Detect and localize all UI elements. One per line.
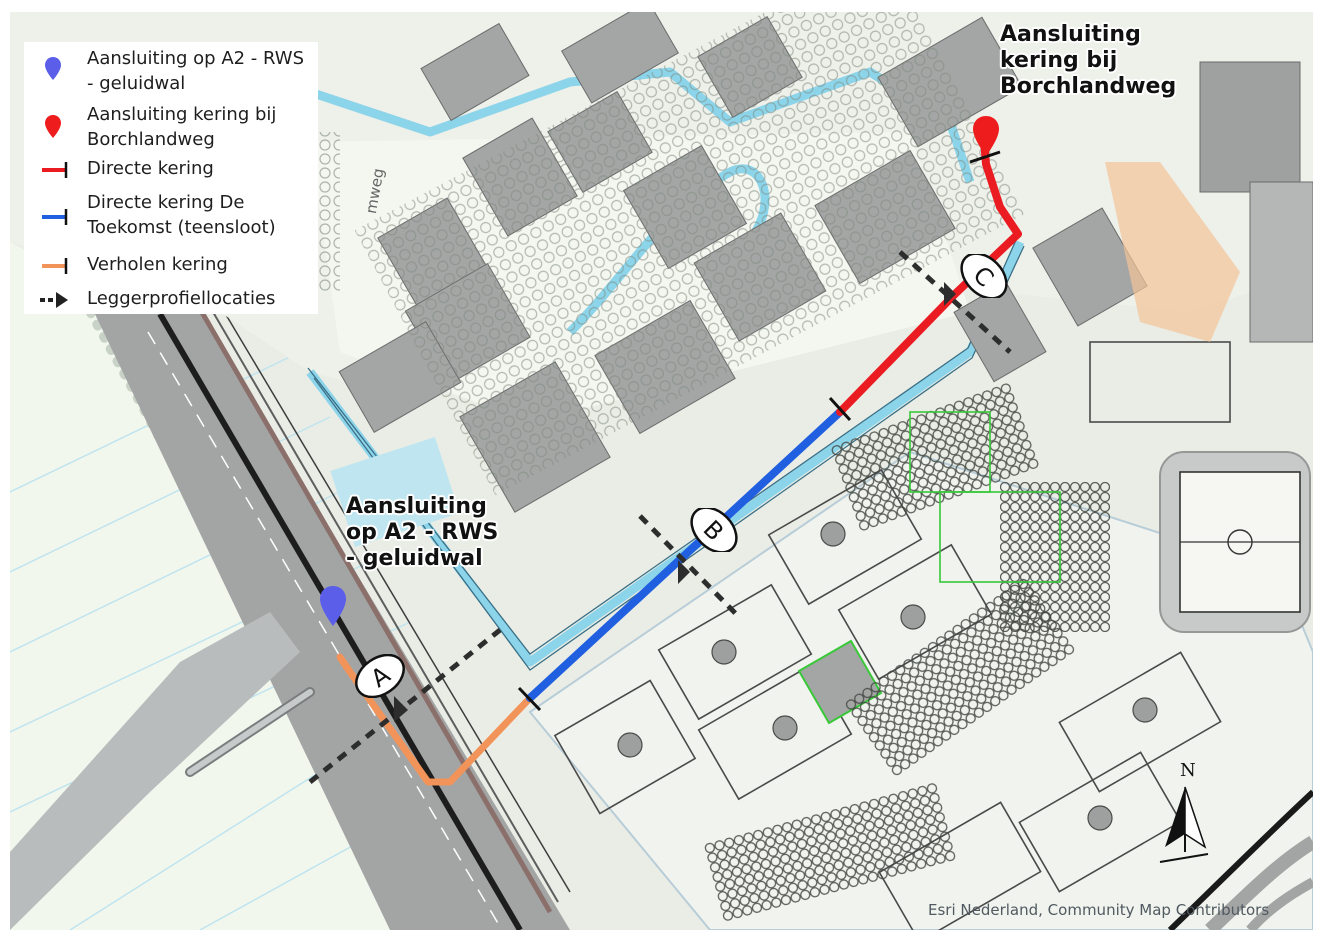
kering-lines <box>336 136 1022 786</box>
profile-badge-b[interactable]: B <box>684 508 744 552</box>
legend-item-directe-kering: Directe kering <box>24 156 318 184</box>
blue-marker-icon[interactable] <box>318 584 348 628</box>
legend-item-verholen: Verholen kering <box>24 252 318 280</box>
segment-ticks <box>517 150 1001 712</box>
north-arrow <box>1159 786 1209 863</box>
profile-lines <box>308 250 1012 784</box>
north-label: N <box>1180 760 1196 781</box>
legend-item-a2: Aansluiting op A2 - RWS - geluidwal <box>24 46 318 100</box>
label-a2-geluidwal: Aansluiting op A2 - RWS - geluidwal <box>346 494 499 571</box>
directe-kering-teensloot-line <box>526 408 844 702</box>
verholen-kering-line <box>336 653 534 786</box>
verholen-area <box>1105 162 1240 342</box>
legend-label: Directe kering De Toekomst (teensloot) <box>87 192 276 238</box>
profile-badge-c[interactable]: C <box>954 254 1014 298</box>
blue-line-icon <box>42 209 68 225</box>
map-frame[interactable]: A B C Aansluiting kering bij Borchlandwe… <box>10 12 1313 930</box>
blue-marker-icon <box>45 57 61 80</box>
red-marker-icon[interactable] <box>971 114 1001 158</box>
arrow-icon <box>40 292 68 308</box>
attribution: Esri Nederland, Community Map Contributo… <box>928 901 1270 919</box>
legend-label: Aansluiting op A2 - RWS - geluidwal <box>87 48 305 94</box>
directe-kering-line <box>836 136 1022 416</box>
orange-line-icon <box>42 258 68 274</box>
red-line-icon <box>42 162 68 178</box>
red-marker-icon <box>45 115 61 138</box>
profile-arrows <box>394 282 956 722</box>
legend-label: Leggerprofiellocaties <box>87 288 276 309</box>
profile-badge-a[interactable]: A <box>350 654 410 698</box>
legend-item-teensloot: Directe kering De Toekomst (teensloot) <box>24 190 318 244</box>
label-borchlandweg: Aansluiting kering bij Borchlandweg <box>1000 22 1177 99</box>
highway-a2 <box>70 262 570 930</box>
legend-label: Aansluiting kering bij Borchlandweg <box>87 104 277 150</box>
legend-label: Directe kering <box>87 158 214 179</box>
legend-item-profiel: Leggerprofiellocaties <box>24 286 318 314</box>
railway <box>1167 789 1313 930</box>
basemap[interactable] <box>10 12 1313 930</box>
legend-label: Verholen kering <box>87 254 228 275</box>
legend: Aansluiting op A2 - RWS - geluidwal Aans… <box>24 42 318 314</box>
dense-trees <box>703 382 1110 922</box>
legend-item-borchlandweg: Aansluiting kering bij Borchlandweg <box>24 102 318 156</box>
